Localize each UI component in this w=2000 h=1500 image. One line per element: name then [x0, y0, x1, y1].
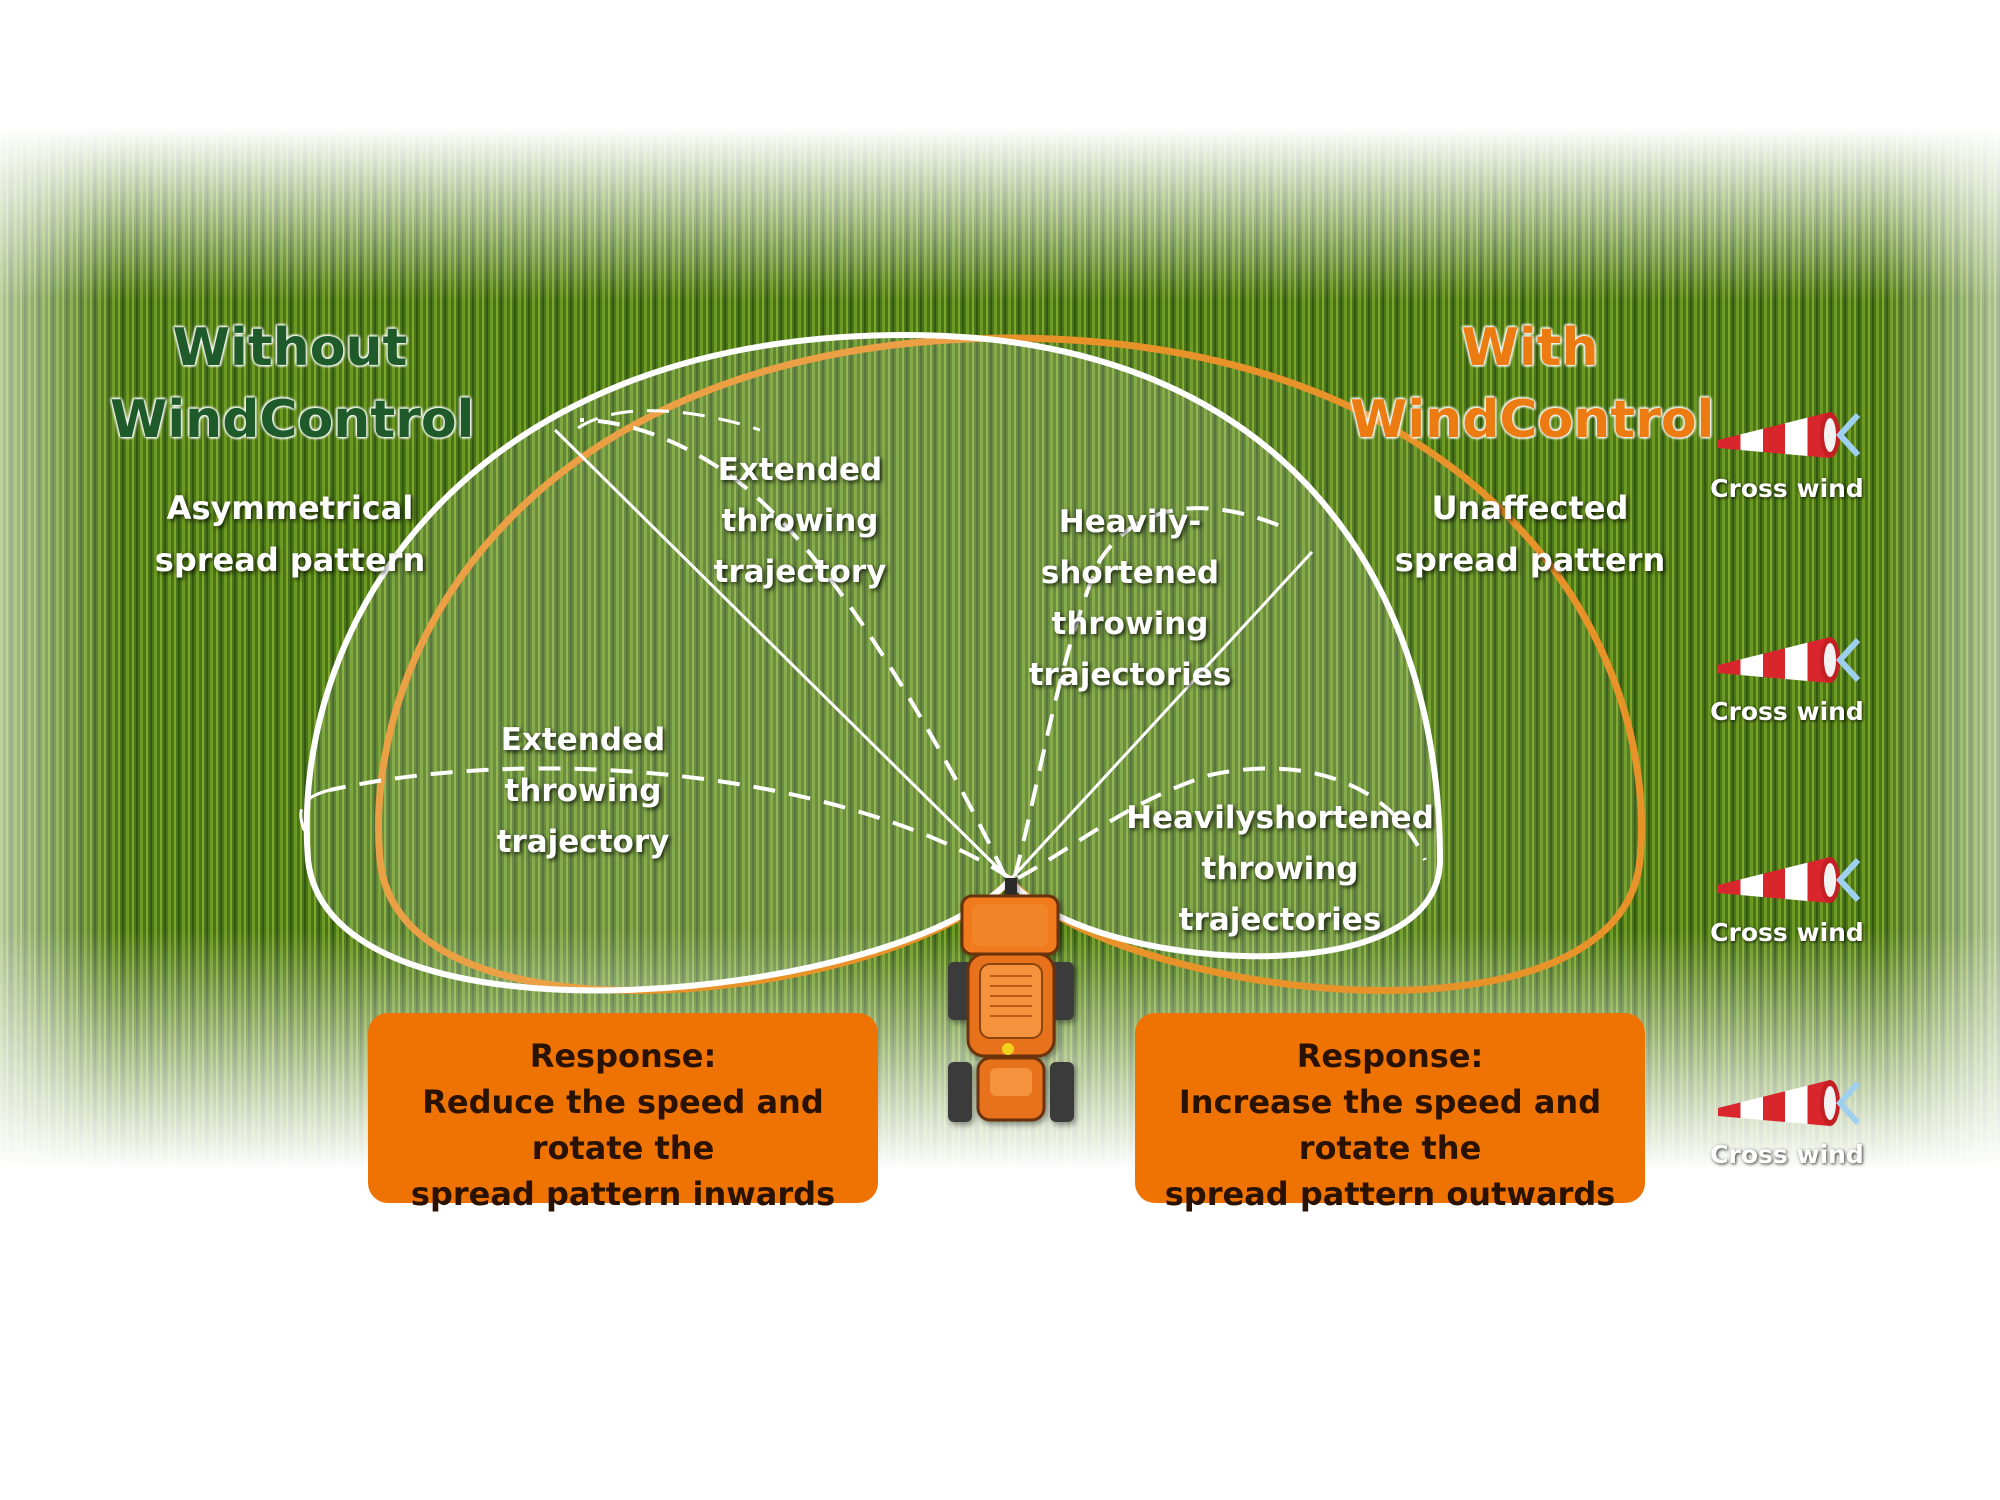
subtitle-with-line2: spread pattern [1394, 541, 1666, 579]
annotation-line: trajectory [496, 824, 670, 860]
annotation-shortened-top: Heavily- shortened throwing trajectories [1000, 497, 1260, 701]
trajectory-shortened-right [1017, 766, 1427, 880]
subtitle-with-line1: Unaffected [1431, 489, 1629, 527]
trajectory-extended-top [579, 418, 1007, 877]
subtitle-asymmetrical: Asymmetrical spread pattern [130, 482, 450, 586]
heading-with-line2: WindControl [1350, 390, 1715, 450]
cross-wind-label: Cross wind [1710, 1140, 1864, 1169]
response-box-left: Response: Reduce the speed and rotate th… [368, 1013, 878, 1213]
annotation-line: throwing [504, 773, 662, 809]
windsock-icon [1718, 1080, 1861, 1126]
annotation-line: throwing [721, 503, 879, 539]
throwing-trajectories [299, 409, 1427, 880]
annotation-line: trajectories [1028, 657, 1232, 693]
annotation-line: throwing [1051, 606, 1209, 642]
annotation-line: shortened [1040, 555, 1220, 591]
annotation-line: Extended [500, 722, 666, 758]
trajectory-extended-left [329, 766, 1012, 880]
heading-without-line1: Without [172, 318, 408, 378]
response-left-line1: Reduce the speed and rotate the [422, 1083, 824, 1167]
annotation-line: Heavily- [1058, 504, 1202, 540]
annotation-line: trajectories [1178, 902, 1382, 938]
cross-wind-label: Cross wind [1710, 918, 1864, 947]
annotation-line: throwing [1201, 851, 1359, 887]
response-left-title: Response: [529, 1037, 717, 1075]
windsock-icon [1718, 857, 1861, 903]
subtitle-without-line1: Asymmetrical [166, 489, 414, 527]
subtitle-unaffected: Unaffected spread pattern [1370, 482, 1690, 586]
trajectory-extended-left-tail [299, 788, 331, 841]
cross-wind-label: Cross wind [1710, 474, 1864, 503]
response-box-right: Response: Increase the speed and rotate … [1135, 1013, 1645, 1213]
sector-line-left [553, 428, 1012, 882]
trajectory-shortened-top [1013, 506, 1291, 877]
heading-without-line2: WindControl [110, 390, 475, 450]
windsock-icon [1718, 637, 1861, 683]
annotation-extended-left: Extended throwing trajectory [463, 715, 703, 868]
subtitle-without-line2: spread pattern [154, 541, 426, 579]
annotation-extended-top: Extended throwing trajectory [680, 445, 920, 598]
sector-line-right [1008, 550, 1314, 882]
annotation-shortened-right: Heavilyshortened throwing trajectories [1120, 793, 1440, 946]
heading-with-windcontrol: With WindControl [1350, 312, 1715, 456]
response-right-title: Response: [1296, 1037, 1484, 1075]
asymmetrical-spread-pattern [303, 331, 1444, 994]
response-right-line1: Increase the speed and rotate the [1178, 1083, 1602, 1167]
tractor-icon [948, 878, 1074, 1122]
unaffected-spread-pattern [375, 334, 1645, 994]
response-left-line2: spread pattern inwards [410, 1175, 836, 1213]
trajectory-outer-top [577, 409, 761, 432]
cross-wind-label: Cross wind [1710, 697, 1864, 726]
heading-without-windcontrol: Without WindControl [110, 312, 475, 456]
annotation-line: Extended [717, 452, 883, 488]
annotation-line: Heavilyshortened [1126, 800, 1434, 836]
annotation-line: trajectory [713, 554, 887, 590]
heading-with-line1: With [1461, 318, 1599, 378]
response-right-line2: spread pattern outwards [1164, 1175, 1616, 1213]
windsock-icon [1718, 412, 1861, 458]
